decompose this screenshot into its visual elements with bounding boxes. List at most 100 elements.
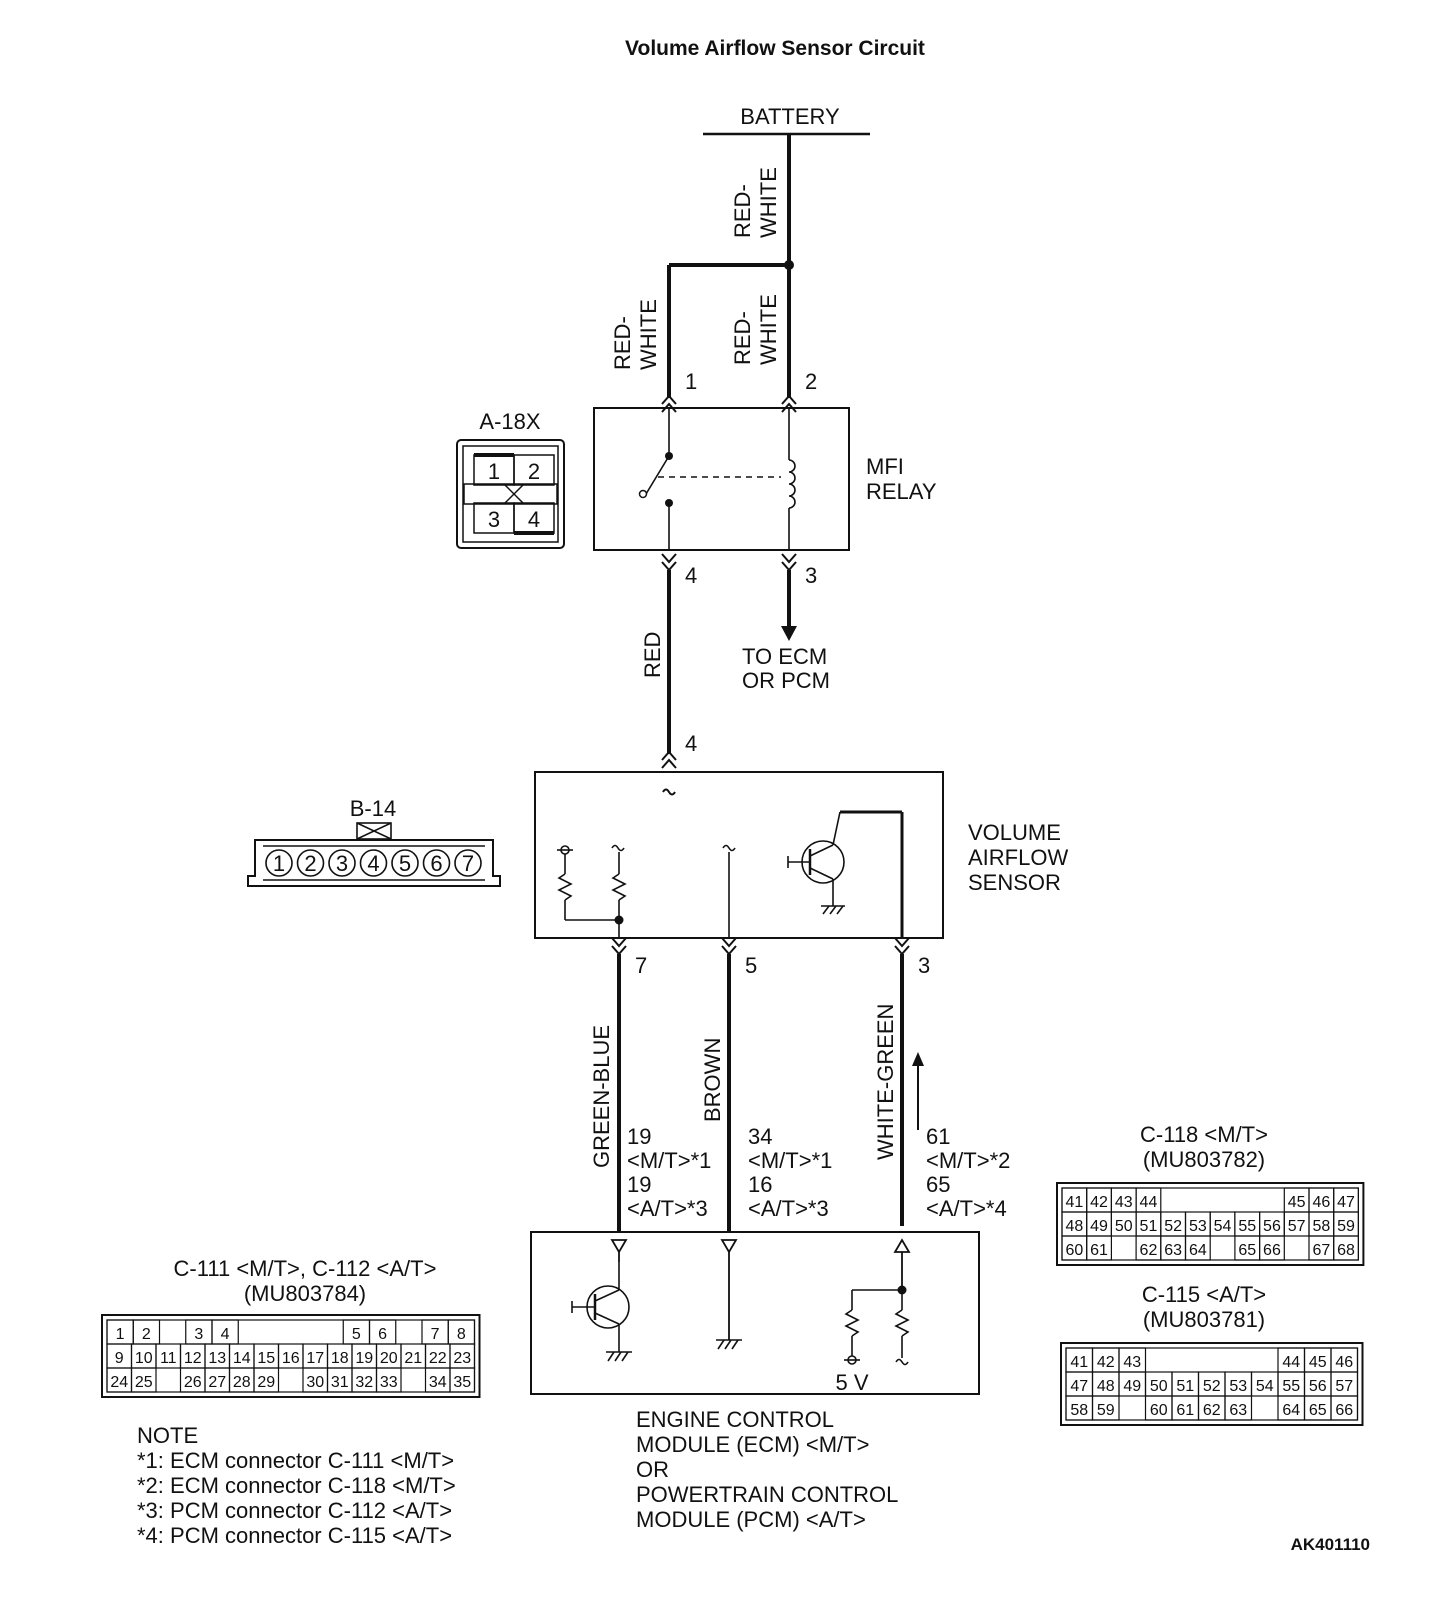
connector-pin-number: 45 [1288, 1194, 1306, 1211]
connector-pin-number: 58 [1070, 1402, 1088, 1419]
connector-cell [1333, 1235, 1359, 1261]
connector-pin-number: 68 [1337, 1242, 1355, 1259]
connector-outline [1056, 1182, 1365, 1266]
connector-pin-number: 1 [273, 851, 285, 876]
svg-text:WHITE: WHITE [636, 299, 661, 370]
sensor-connector-face [247, 822, 501, 887]
wire-label-white-green: WHITE-GREEN [873, 1004, 898, 1160]
wire-label-red: RED [640, 632, 665, 678]
wire-label-red-white-top: RED- WHITE [730, 167, 781, 238]
connector-pin-number: 54 [1256, 1378, 1274, 1395]
connector-pin-number: 4 [221, 1326, 230, 1343]
relay-name-line2: RELAY [866, 479, 937, 504]
connector-pin-number: 32 [355, 1374, 373, 1391]
ecm-junction [897, 1285, 907, 1295]
connector-pin-number: 58 [1312, 1218, 1330, 1235]
ecm-ground-symbols [606, 1339, 742, 1362]
connector-pin-circle [422, 849, 451, 877]
svg-text:*1: ECM connector C-111 <M/T>: *1: ECM connector C-111 <M/T> [137, 1448, 454, 1473]
svg-text:<A/T>*4: <A/T>*4 [926, 1196, 1007, 1221]
to-ecm-line1: TO ECM [742, 644, 827, 669]
sensor-pin5-internal [722, 844, 736, 938]
diagram-title: Volume Airflow Sensor Circuit [625, 37, 925, 60]
connector-cell [1091, 1395, 1120, 1421]
figure-code: AK401110 [1291, 1535, 1370, 1554]
note-block: NOTE *1: ECM connector C-111 <M/T> *2: E… [137, 1423, 456, 1548]
svg-text:<M/T>*1: <M/T>*1 [748, 1148, 832, 1173]
connector-pin-number: 34 [429, 1374, 447, 1391]
connector-pin-number: 28 [233, 1374, 251, 1391]
connector-cell [265, 1320, 291, 1344]
svg-text:*2: ECM connector C-118 <M/T>: *2: ECM connector C-118 <M/T> [137, 1473, 456, 1498]
connector-pin-number: 5 [399, 851, 411, 876]
connector-pin-number: 3 [194, 1326, 203, 1343]
connector-pin-number: 30 [306, 1374, 324, 1391]
relay-coil-symbol [788, 408, 796, 550]
connector-pin-circle [328, 849, 356, 877]
connector-pin-circle [265, 849, 293, 877]
sensor-transistor [787, 810, 904, 938]
connector-pin-number: 44 [1282, 1354, 1300, 1371]
svg-text:19: 19 [627, 1172, 651, 1197]
connector-pin-number: 42 [1097, 1354, 1115, 1371]
connector-pin-number: 41 [1065, 1194, 1083, 1211]
svg-text:34: 34 [748, 1124, 772, 1149]
volume-airflow-sensor-box [534, 771, 944, 939]
c115-title-line2: (MU803781) [1143, 1307, 1265, 1332]
relay-switch-symbol [638, 408, 781, 550]
wire-label-brown: BROWN [700, 1038, 725, 1122]
c115-title-line1: C-115 <A/T> [1142, 1282, 1266, 1307]
connector-pin-number: 1 [116, 1326, 125, 1343]
svg-text:RED-: RED- [730, 184, 755, 238]
connector-pin-number: 53 [1229, 1378, 1247, 1395]
sensor-output-connector-marks [611, 937, 910, 956]
ecm-pin-label-white-green: 61 <M/T>*2 65 <A/T>*4 [926, 1124, 1010, 1221]
connector-pin-number: 6 [430, 851, 442, 876]
connector-pin-number: 51 [1140, 1218, 1158, 1235]
svg-text:WHITE: WHITE [756, 167, 781, 238]
connector-cell [1225, 1348, 1252, 1372]
connector-cell [291, 1320, 317, 1344]
ecm-supply-label: 5 V [835, 1370, 868, 1395]
connector-cell [253, 1367, 280, 1393]
wire-label-green-blue: GREEN-BLUE [589, 1025, 614, 1168]
connector-pin-number: 25 [135, 1374, 153, 1391]
c111-title-line1: C-111 <M/T>, C-112 <A/T> [174, 1256, 437, 1281]
connector-pin-number: 27 [208, 1374, 226, 1391]
connector-cell [1330, 1395, 1359, 1421]
connector-pin-number: 61 [1176, 1402, 1194, 1419]
connector-pin-number: 49 [1123, 1378, 1141, 1395]
sensor-name-line3: SENSOR [968, 870, 1061, 895]
connector-pin-number: 35 [453, 1374, 471, 1391]
sensor-junction [614, 915, 624, 925]
connector-pin-number: 57 [1335, 1378, 1353, 1395]
connector-pin-number: 23 [453, 1350, 471, 1367]
connector-outline [101, 1314, 481, 1398]
sensor-resistors [557, 844, 627, 938]
svg-text:WHITE: WHITE [756, 294, 781, 365]
svg-text:POWERTRAIN CONTROL: POWERTRAIN CONTROL [636, 1482, 898, 1507]
svg-text:19: 19 [627, 1124, 651, 1149]
svg-text:1: 1 [488, 459, 500, 484]
connector-cell [375, 1367, 402, 1393]
svg-text:2: 2 [528, 459, 540, 484]
svg-text:RED-: RED- [730, 311, 755, 365]
connector-cell [1086, 1235, 1112, 1261]
ecm-input-connector-marks [610, 1238, 911, 1340]
connector-pin-number: 18 [331, 1350, 349, 1367]
svg-text:ENGINE CONTROL: ENGINE CONTROL [636, 1407, 834, 1432]
connector-pin-number: 60 [1150, 1402, 1168, 1419]
sensor-pin-3: 3 [918, 953, 930, 978]
connector-pin-number: 3 [336, 851, 348, 876]
connector-pin-number: 50 [1115, 1218, 1133, 1235]
connector-cell [1235, 1188, 1260, 1212]
relay-connector-face: 1 2 3 4 [456, 439, 565, 549]
connector-pin-number: 47 [1070, 1378, 1088, 1395]
connector-pin-number: 22 [429, 1350, 447, 1367]
connector-pin-number: 48 [1065, 1218, 1083, 1235]
connector-pin-number: 47 [1337, 1194, 1355, 1211]
connector-cell [1184, 1235, 1211, 1261]
to-ecm-arrow [781, 626, 797, 641]
connector-pin-number: 54 [1214, 1218, 1232, 1235]
